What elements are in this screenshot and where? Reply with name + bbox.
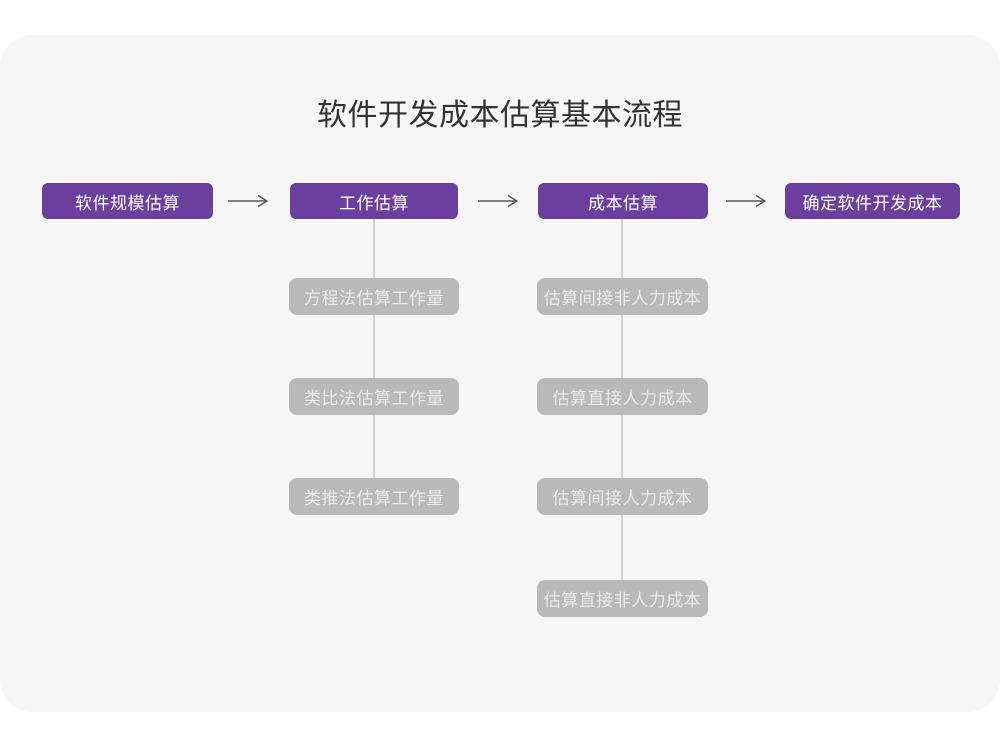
arrow-right-icon (478, 194, 519, 208)
sub-box-indirect-labor-cost: 估算间接人力成本 (537, 478, 708, 515)
sub-box-extrapolation-method: 类推法估算工作量 (289, 478, 459, 515)
sub-box-direct-labor-cost: 估算直接人力成本 (537, 378, 708, 415)
sub-box-label: 估算直接人力成本 (552, 389, 693, 408)
arrow-right-icon (228, 194, 269, 208)
stage-box-cost-estimation: 成本估算 (538, 183, 708, 219)
sub-box-indirect-nonlabor-cost: 估算间接非人力成本 (537, 278, 708, 315)
stage-box-determine-dev-cost: 确定软件开发成本 (785, 183, 960, 219)
sub-box-label: 估算间接非人力成本 (543, 289, 702, 308)
sub-box-label: 类比法估算工作量 (304, 389, 444, 408)
sub-box-direct-nonlabor-cost: 估算直接非人力成本 (537, 580, 708, 617)
arrow-right-icon (726, 194, 767, 208)
stage-label: 工作估算 (339, 193, 409, 213)
connector-line-work (373, 219, 375, 498)
stage-box-software-scale-estimation: 软件规模估算 (42, 183, 213, 219)
diagram-card (0, 35, 1000, 712)
sub-box-label: 估算间接人力成本 (552, 489, 693, 508)
sub-box-analogy-method: 类比法估算工作量 (289, 378, 459, 415)
stage-label: 软件规模估算 (75, 193, 180, 213)
page-title: 软件开发成本估算基本流程 (317, 99, 683, 132)
stage-box-work-estimation: 工作估算 (290, 183, 458, 219)
sub-box-label: 类推法估算工作量 (304, 489, 444, 508)
stage-label: 成本估算 (588, 193, 658, 213)
sub-box-label: 估算直接非人力成本 (543, 591, 702, 610)
stage-label: 确定软件开发成本 (802, 193, 943, 213)
sub-box-equation-method: 方程法估算工作量 (289, 278, 459, 315)
sub-box-label: 方程法估算工作量 (304, 289, 444, 308)
